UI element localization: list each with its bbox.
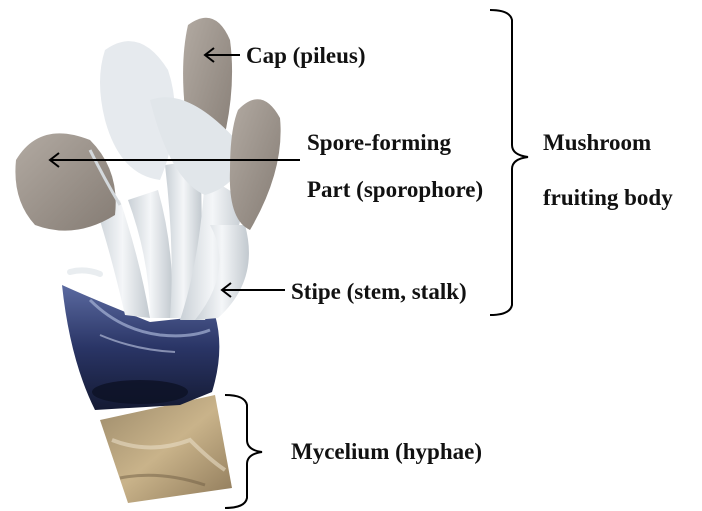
cap-label: Cap (pileus) <box>246 44 366 67</box>
spore-forming-label-line1: Spore-forming <box>307 131 451 154</box>
spore-forming-label-line2: Part (sporophore) <box>307 178 483 201</box>
fruiting-body-label-line1: Mushroom <box>543 131 651 154</box>
brackets <box>225 10 528 508</box>
fruiting-body-bracket <box>490 10 528 315</box>
mycelium-label: Mycelium (hyphae) <box>291 440 482 463</box>
mycelium-bracket <box>225 395 262 508</box>
substrate-block <box>100 395 232 503</box>
stipe-label: Stipe (stem, stalk) <box>291 280 467 303</box>
fruiting-body-label-line2: fruiting body <box>543 186 673 209</box>
